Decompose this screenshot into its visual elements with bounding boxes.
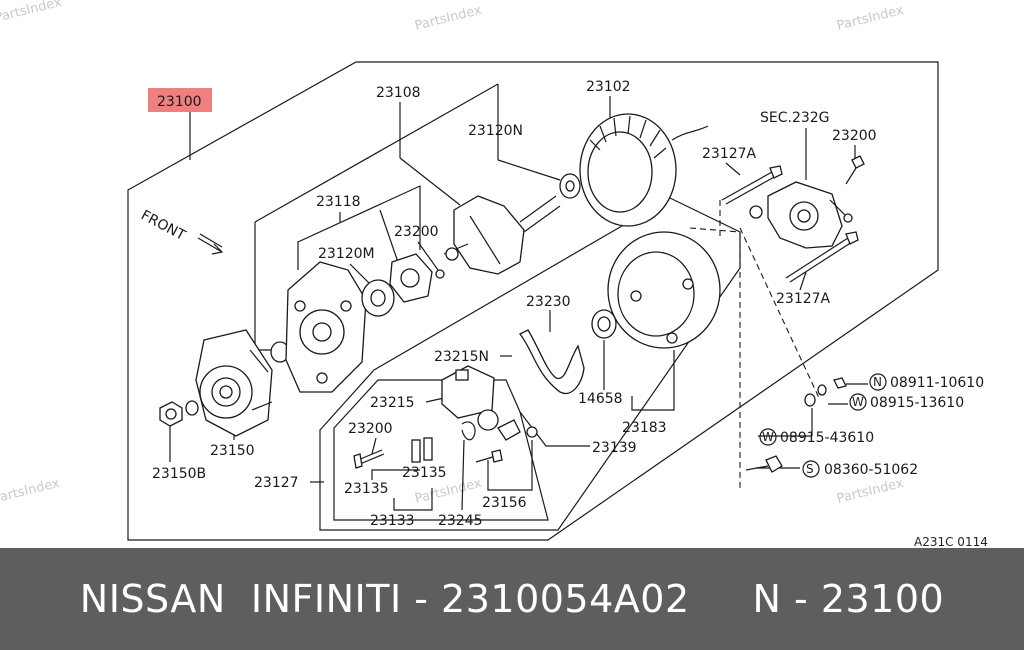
watermark-top-right: PartsIndex	[835, 3, 905, 34]
brushes-23135	[411, 437, 433, 463]
regulator-23215	[441, 365, 499, 431]
label-23200-mid: 23200	[394, 224, 439, 240]
label-08915-13610: 08915-13610	[870, 395, 964, 411]
label-23127: 23127	[254, 475, 299, 491]
stator-23102	[579, 113, 709, 227]
hardware-washers	[745, 377, 868, 473]
front-label: FRONT	[138, 207, 188, 244]
watermark-top-left: PartsIndex	[0, 0, 63, 26]
label-23120M: 23120M	[318, 246, 375, 262]
screw-23156	[475, 449, 503, 463]
alternator-parts-diagram: PartsIndex PartsIndex PartsIndex PartsIn…	[0, 0, 988, 548]
label-sec-232g: SEC.232G	[760, 110, 830, 126]
part-info-banner: NISSAN INFINITI - 2310054A02 N - 23100	[0, 548, 1024, 650]
label-23135-b: 23135	[344, 481, 389, 497]
watermark-mid-right: PartsIndex	[835, 476, 905, 507]
label-14658: 14658	[578, 391, 623, 407]
label-23200-low: 23200	[348, 421, 393, 437]
terminal-23139	[497, 419, 538, 441]
watermark-top-center: PartsIndex	[413, 3, 483, 34]
label-23183: 23183	[622, 420, 667, 436]
label-23215N: 23215N	[434, 349, 489, 365]
rear-cover-23183	[607, 231, 721, 349]
label-23150B: 23150B	[152, 466, 206, 482]
front-arrow	[197, 233, 224, 255]
highlight-23100	[148, 88, 212, 112]
bearing-23120M	[361, 279, 395, 317]
symbol-w-2: W	[762, 430, 774, 444]
pulley-23150	[195, 329, 273, 437]
label-23230: 23230	[526, 294, 571, 310]
brush-23245	[461, 421, 476, 441]
part-number-text: NISSAN INFINITI - 2310054A02 N - 23100	[79, 577, 945, 621]
bracket-23230	[519, 329, 585, 394]
symbol-s: S	[806, 462, 814, 476]
assembly-frame	[127, 61, 939, 541]
label-23139: 23139	[592, 440, 637, 456]
front-housing-23118	[285, 261, 367, 393]
retainer-plate	[389, 253, 445, 303]
label-23120N: 23120N	[468, 123, 523, 139]
label-23108: 23108	[376, 85, 421, 101]
label-23118: 23118	[316, 194, 361, 210]
regulator-frame	[319, 197, 741, 531]
rear-housing-23127A	[749, 181, 853, 249]
label-23215: 23215	[370, 395, 415, 411]
label-23200-top: 23200	[832, 128, 877, 144]
label-23156: 23156	[482, 495, 527, 511]
diagram-code: A231C 0114	[914, 535, 988, 548]
label-23133: 23133	[370, 513, 415, 529]
label-23150: 23150	[210, 443, 255, 459]
symbol-n: N	[873, 375, 882, 389]
bolt-23127A-bottom	[785, 231, 859, 283]
dashed-mount-line	[689, 227, 741, 488]
symbol-w-1: W	[852, 395, 864, 409]
label-23127A-top: 23127A	[702, 146, 757, 162]
bolt-23127A-top	[721, 165, 783, 205]
label-08360: 08360-51062	[824, 462, 918, 478]
label-08911: 08911-10610	[890, 375, 984, 391]
rotor-23108	[443, 195, 561, 275]
label-23127A-bottom: 23127A	[776, 291, 831, 307]
bearing-23120N	[559, 173, 581, 199]
label-23102: 23102	[586, 79, 631, 95]
label-23135-a: 23135	[402, 465, 447, 481]
label-08915-43610: 08915-43610	[780, 430, 874, 446]
label-23100: 23100	[157, 94, 202, 110]
screw-23200-top	[845, 155, 865, 185]
screw-23200-low	[353, 449, 385, 469]
nut-23150B	[159, 400, 199, 427]
seal-14658	[591, 309, 617, 339]
label-23245: 23245	[438, 513, 483, 529]
watermark-mid-left: PartsIndex	[0, 476, 61, 507]
